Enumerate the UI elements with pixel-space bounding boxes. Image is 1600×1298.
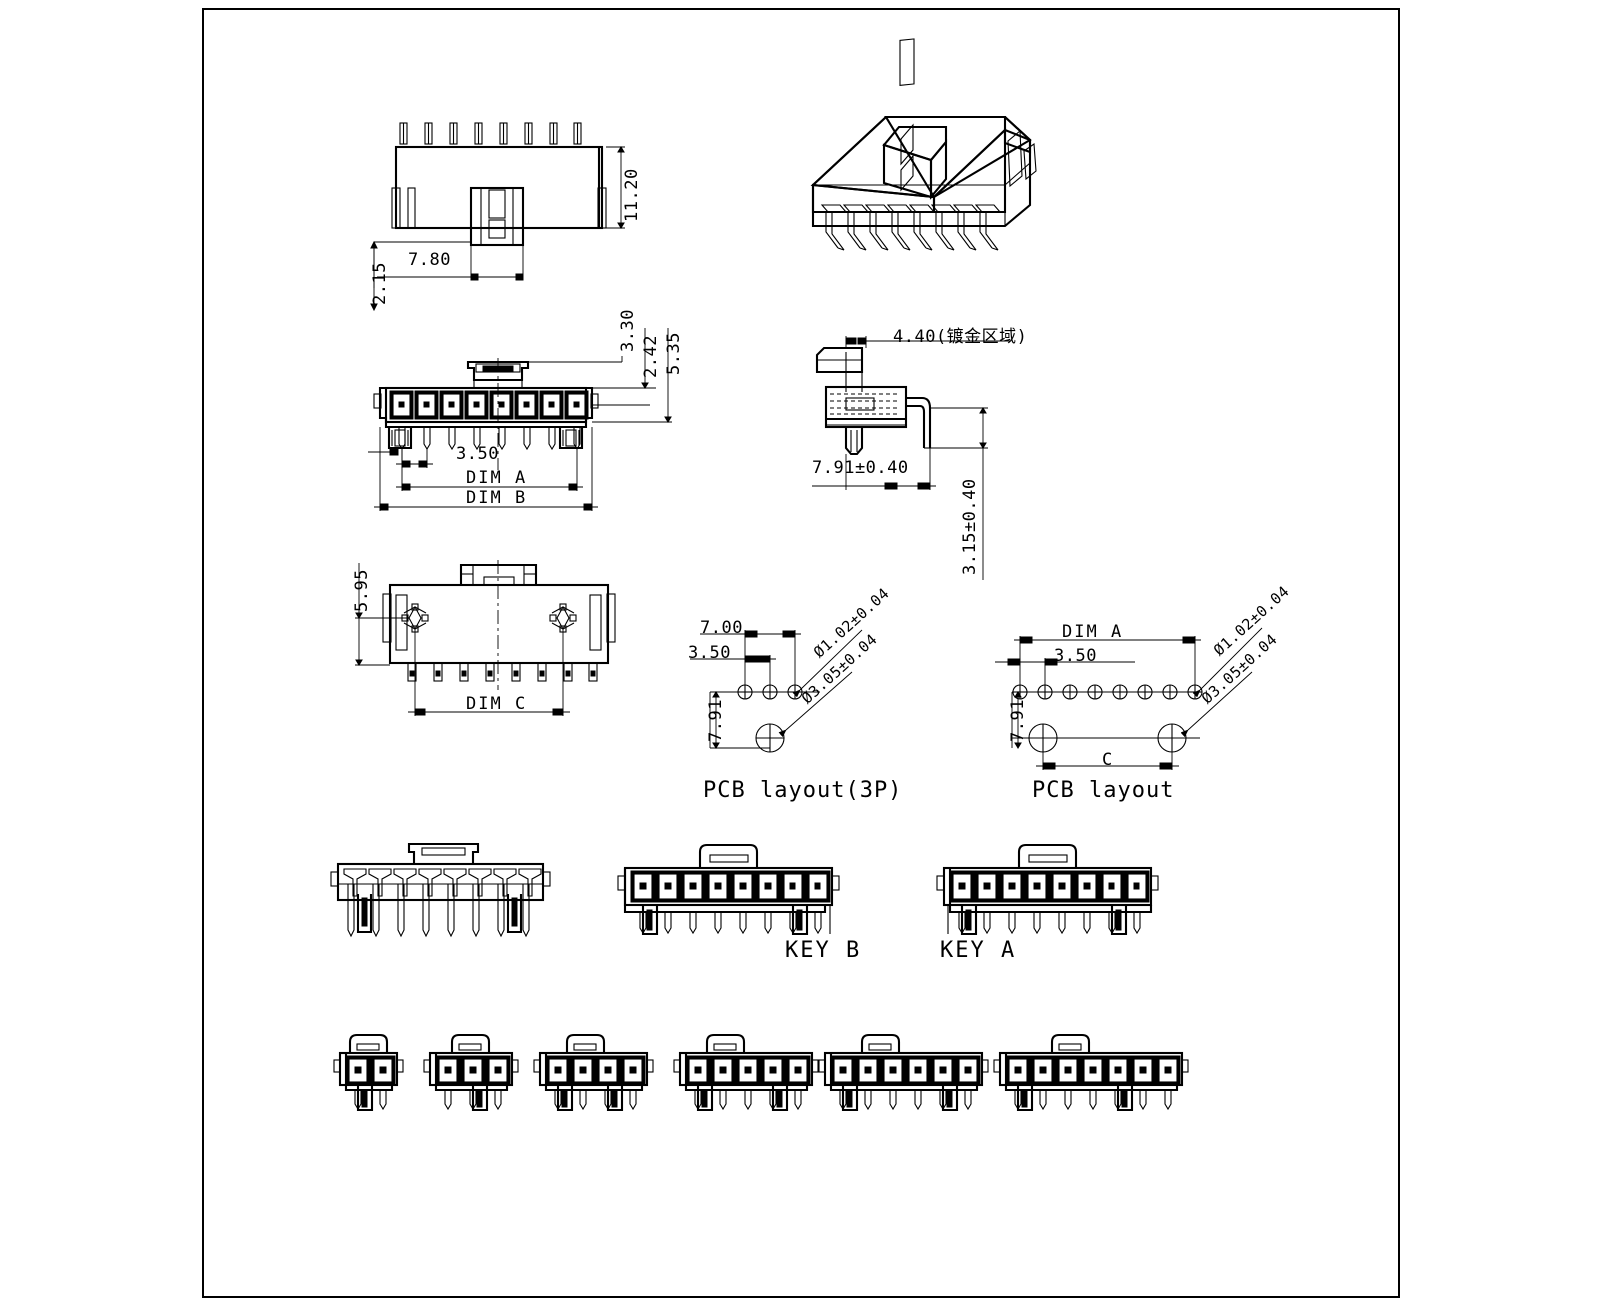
note-gold-plated-area: 4.40(镀金区域)	[893, 327, 1028, 347]
pcbm-dim-7-91: 7.91	[1008, 699, 1028, 742]
dim-pin-7-91: 7.91±0.40	[812, 458, 909, 478]
key-a-label: KEY A	[940, 938, 1017, 963]
dim-width-7-80: 7.80	[408, 250, 451, 270]
dim-standoff-2-15: 2.15	[370, 262, 390, 305]
dim-a-front: DIM A	[466, 468, 528, 488]
pcb3-dim-7-91: 7.91	[706, 699, 726, 742]
key-b-label: KEY B	[785, 938, 862, 963]
dim-height-11-20: 11.20	[622, 168, 642, 222]
pcbm-dim-3-50: 3.50	[1054, 646, 1097, 666]
pcb3-dim-3-50: 3.50	[688, 643, 731, 663]
dim-step-2-42: 2.42	[641, 335, 661, 378]
pcbm-caption: PCB layout	[1032, 778, 1175, 803]
dim-peg-5-95: 5.95	[352, 569, 372, 612]
dim-b-front: DIM B	[466, 488, 528, 508]
dim-pitch-3-50-front: 3.50	[456, 444, 499, 464]
pcbm-dim-c: C	[1102, 750, 1113, 770]
dim-c-bottom: DIM C	[466, 694, 528, 714]
pcb3-dim-7-00: 7.00	[700, 618, 743, 638]
dim-tail-5-35: 5.35	[664, 332, 684, 375]
pcbm-dim-a: DIM A	[1062, 622, 1124, 642]
pcb3-caption: PCB layout(3P)	[703, 778, 903, 803]
dim-latch-3-30: 3.30	[618, 309, 638, 352]
dim-pin-3-15: 3.15±0.40	[960, 478, 980, 575]
